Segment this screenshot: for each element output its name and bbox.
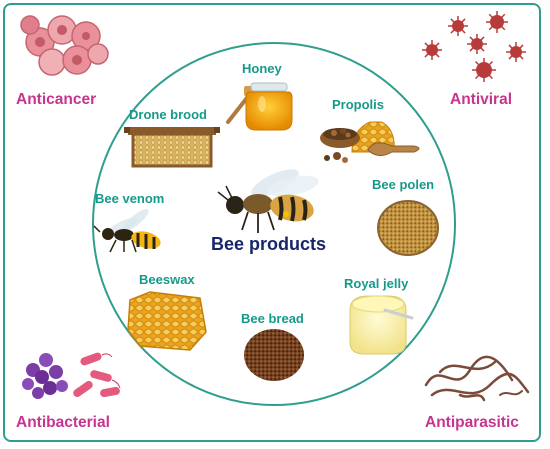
- honeycomb-icon: [127, 291, 207, 351]
- property-label-anticancer: Anticancer: [16, 91, 97, 108]
- bacteria-icon: [22, 352, 121, 399]
- virus-icon: [422, 11, 526, 82]
- royal-jelly-jar-icon: [349, 295, 414, 355]
- property-label-antibacterial: Antibacterial: [16, 414, 110, 431]
- brood-frame-icon: [124, 127, 220, 168]
- product-label-beeswax: Beeswax: [139, 272, 195, 287]
- products-circle: [92, 42, 456, 406]
- property-label-antiviral: Antiviral: [450, 91, 513, 108]
- outer-frame: [3, 3, 541, 442]
- bee-icon: [217, 169, 319, 233]
- propolis-spoon-icon: [320, 121, 420, 163]
- product-label-bee-bread: Bee bread: [241, 311, 304, 326]
- cancer-cells-icon: [20, 15, 109, 76]
- pollen-bowl-icon: [377, 200, 439, 256]
- parasite-worms-icon: [424, 355, 530, 402]
- page-title: Bee products: [211, 234, 327, 254]
- wasp-icon: [93, 209, 161, 253]
- product-label-bee-polen: Bee polen: [372, 177, 435, 192]
- honey-jar-icon: [226, 82, 293, 131]
- product-label-honey: Honey: [242, 61, 282, 76]
- product-label-royal-jelly: Royal jelly: [344, 276, 409, 291]
- product-label-propolis: Propolis: [332, 97, 385, 112]
- product-label-drone-brood: Drone brood: [129, 107, 207, 122]
- property-label-antiparasitic: Antiparasitic: [425, 414, 519, 431]
- bee-bread-pile-icon: [244, 329, 304, 381]
- product-label-bee-venom: Bee venom: [95, 191, 165, 206]
